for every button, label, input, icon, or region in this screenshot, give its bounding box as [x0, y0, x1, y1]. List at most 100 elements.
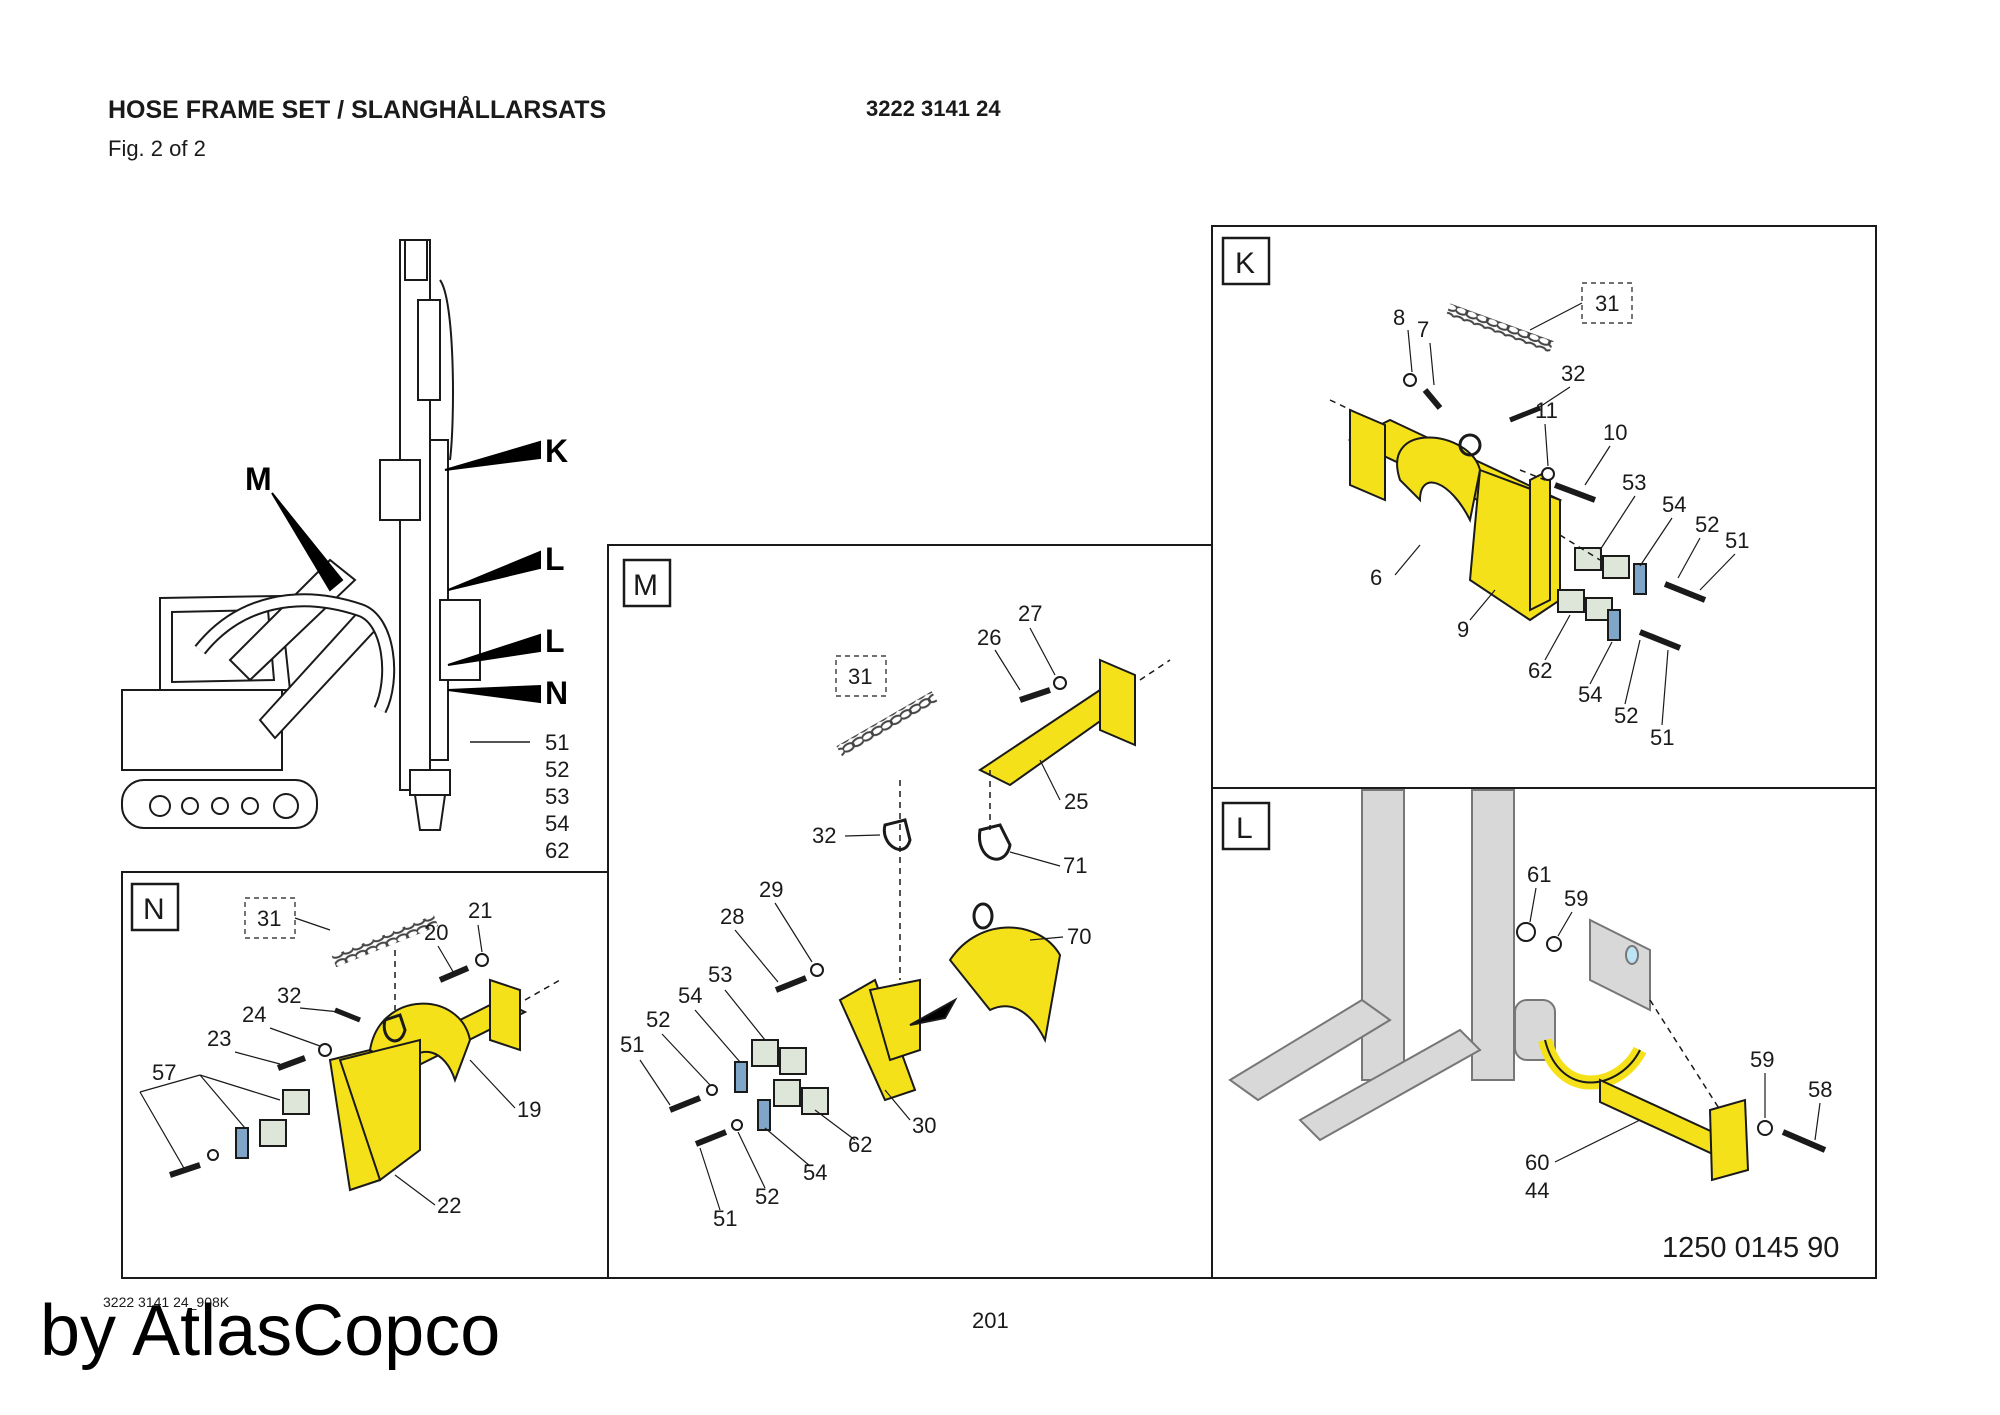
- marker-l-lower: L: [545, 623, 565, 659]
- svg-text:7: 7: [1417, 317, 1429, 342]
- panel-m-label: M: [633, 569, 658, 602]
- plate-54-b: [757, 1099, 771, 1131]
- washer-27: [1053, 676, 1067, 690]
- page-number: 201: [972, 1308, 1009, 1333]
- svg-text:51: 51: [620, 1032, 644, 1057]
- overview-markers: M K L L N: [245, 433, 568, 711]
- svg-text:25: 25: [1064, 789, 1088, 814]
- svg-text:32: 32: [277, 983, 301, 1008]
- svg-text:44: 44: [1525, 1178, 1549, 1203]
- svg-text:52: 52: [755, 1184, 779, 1209]
- clamp-53-a: [751, 1039, 779, 1067]
- marker-pointer-n: [447, 684, 541, 704]
- svg-text:23: 23: [207, 1026, 231, 1051]
- panel-m-callouts: 31 26 27 25 32 71 70 29 28 53 54 52 51 3…: [620, 601, 1091, 1231]
- panel-l-bracket: [1516, 922, 1827, 1182]
- svg-text:59: 59: [1564, 886, 1588, 911]
- shackle-32: [382, 1013, 407, 1043]
- page-title: HOSE FRAME SET / SLANGHÅLLARSATS: [108, 96, 607, 124]
- svg-text:9: 9: [1457, 617, 1469, 642]
- svg-text:54: 54: [678, 983, 702, 1008]
- rod-upper: [1228, 998, 1392, 1102]
- bolt-26: [1019, 687, 1051, 703]
- machine-body: [121, 689, 283, 771]
- bolt-10: [1553, 482, 1597, 503]
- bolt-7: [1422, 388, 1443, 410]
- overview-parts-list: 51 52 53 54 62: [470, 730, 569, 863]
- svg-text:52: 52: [1614, 703, 1638, 728]
- svg-text:22: 22: [437, 1193, 461, 1218]
- svg-text:58: 58: [1808, 1077, 1832, 1102]
- svg-text:30: 30: [912, 1113, 936, 1138]
- washer-29: [810, 963, 824, 977]
- svg-text:10: 10: [1603, 420, 1627, 445]
- panel-l-label: L: [1236, 812, 1253, 845]
- clamp-62-a: [773, 1079, 801, 1107]
- bracket-30: [838, 978, 917, 1102]
- svg-text:32: 32: [812, 823, 836, 848]
- svg-text:52: 52: [646, 1007, 670, 1032]
- washer-59-a: [1546, 936, 1562, 952]
- svg-text:21: 21: [468, 898, 492, 923]
- marker-pointer-l2: [447, 633, 541, 666]
- svg-text:54: 54: [545, 811, 569, 836]
- svg-text:29: 29: [759, 877, 783, 902]
- svg-text:20: 20: [424, 920, 448, 945]
- clamp-62-a: [1557, 589, 1585, 613]
- svg-text:52: 52: [545, 757, 569, 782]
- mast-profile-right: [1471, 789, 1515, 1081]
- svg-text:31: 31: [848, 664, 872, 689]
- svg-text:6: 6: [1370, 565, 1382, 590]
- washer-59-b: [1757, 1120, 1773, 1136]
- mounting-plate-6: [1349, 408, 1386, 502]
- panel-n-callouts: 31 21 20 32 24 23 57 19 22: [139, 897, 541, 1218]
- clamp-a: [282, 1089, 310, 1115]
- svg-text:31: 31: [1595, 291, 1619, 316]
- panel-l-callouts: 61 59 59 58 60 44: [1525, 862, 1832, 1203]
- svg-text:32: 32: [1561, 361, 1585, 386]
- svg-text:51: 51: [545, 730, 569, 755]
- clamp-b: [259, 1119, 287, 1147]
- bolt-51-a: [1663, 581, 1707, 603]
- marker-pointer-l1: [447, 550, 541, 591]
- overview-rig-drawing: [121, 239, 541, 831]
- plate-54-b: [1607, 609, 1621, 641]
- svg-text:27: 27: [1018, 601, 1042, 626]
- svg-text:60: 60: [1525, 1150, 1549, 1175]
- clamp-62-b: [801, 1087, 829, 1115]
- bolt-51-a: [668, 1095, 702, 1113]
- marker-n: N: [545, 675, 568, 711]
- panel-k-parts: [1329, 303, 1707, 651]
- clamp-53-a: [1574, 547, 1602, 571]
- marker-m: M: [245, 461, 272, 497]
- svg-text:26: 26: [977, 625, 1001, 650]
- bolt-51-b: [1638, 629, 1682, 651]
- svg-text:62: 62: [1528, 658, 1552, 683]
- svg-text:70: 70: [1067, 924, 1091, 949]
- document-reference: 3222 3141 24_908K: [103, 1294, 230, 1310]
- svg-text:8: 8: [1393, 305, 1405, 330]
- svg-text:71: 71: [1063, 853, 1087, 878]
- eye-70: [972, 902, 994, 930]
- panel-m-tag: [622, 558, 672, 608]
- plate-57: [235, 1127, 249, 1159]
- mounting-plate-59: [1589, 918, 1651, 1012]
- drawing-number: 1250 0145 90: [1662, 1232, 1840, 1264]
- svg-text:11: 11: [1535, 398, 1558, 423]
- panel-n-label: N: [143, 893, 165, 926]
- panel-l-tag: [1221, 801, 1271, 851]
- svg-text:19: 19: [517, 1097, 541, 1122]
- svg-text:61: 61: [1527, 862, 1551, 887]
- svg-text:51: 51: [1650, 725, 1674, 750]
- figure-label: Fig. 2 of 2: [108, 136, 206, 161]
- svg-text:31: 31: [257, 906, 281, 931]
- bolt-51-b: [694, 1129, 728, 1147]
- detail-panel-n: [121, 871, 609, 1279]
- bolt-28: [774, 975, 808, 993]
- svg-text:28: 28: [720, 904, 744, 929]
- washer-24: [318, 1043, 332, 1057]
- marker-l-upper: L: [545, 541, 565, 577]
- plate-54-a: [1633, 563, 1647, 595]
